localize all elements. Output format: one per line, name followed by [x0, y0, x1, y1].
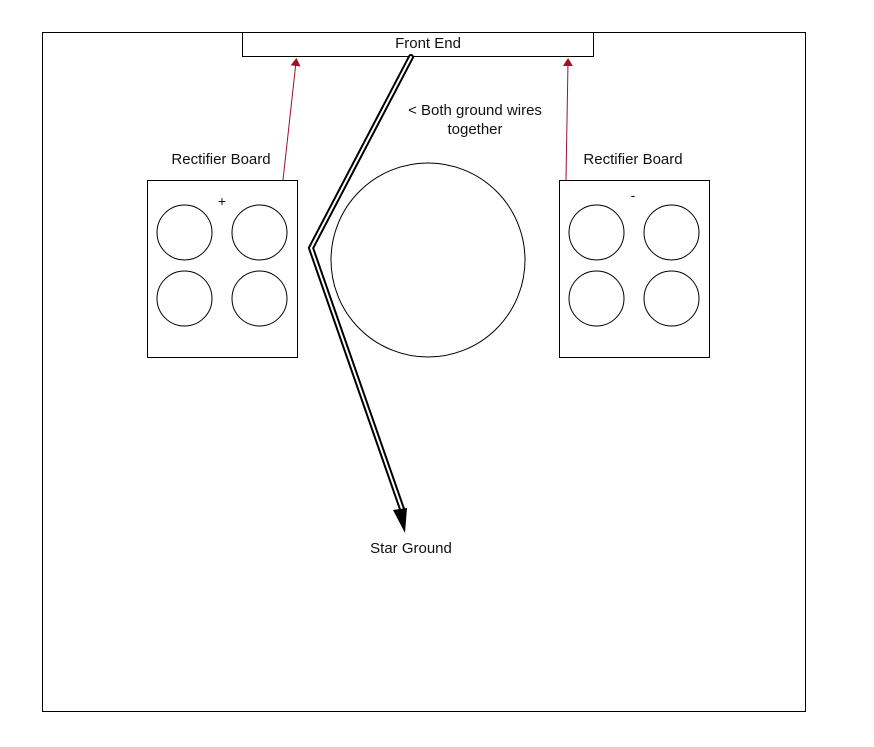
left-board-label: Rectifier Board: [171, 151, 270, 168]
left-capacitor-1: [156, 204, 213, 261]
left-board-polarity: +: [218, 193, 226, 209]
left-capacitor-3: [156, 270, 213, 327]
right-board-rect: [559, 180, 710, 358]
right-capacitor-3: [568, 270, 625, 327]
star-ground-label: Star Ground: [370, 540, 452, 557]
right-rectifier-board: Rectifier Board -: [559, 151, 710, 358]
right-capacitor-2: [643, 204, 700, 261]
left-capacitor-2: [231, 204, 288, 261]
right-capacitor-4: [643, 270, 700, 327]
ground-note-line2: together: [447, 121, 502, 138]
front-end-box: Front End: [242, 32, 594, 57]
ground-note-line1: < Both ground wires: [408, 102, 542, 119]
transformer-circle: [330, 162, 526, 358]
left-rectifier-board: Rectifier Board +: [147, 151, 298, 358]
left-capacitor-4: [231, 270, 288, 327]
right-board-polarity: -: [631, 187, 636, 203]
chassis-outline: [42, 32, 806, 712]
front-end-rect: [242, 32, 594, 57]
right-capacitor-1: [568, 204, 625, 261]
ground-wire: [307, 54, 414, 533]
front-end-label: Front End: [395, 35, 461, 52]
right-board-red-wire: [562, 58, 573, 181]
ground-wire-inner: [309, 56, 412, 513]
left-board-rect: [147, 180, 298, 358]
ground-wire-outer: [307, 54, 414, 515]
left-board-red-wire: [282, 58, 301, 181]
right-board-label: Rectifier Board: [583, 151, 682, 168]
ground-wire-arrowhead: [393, 508, 407, 533]
